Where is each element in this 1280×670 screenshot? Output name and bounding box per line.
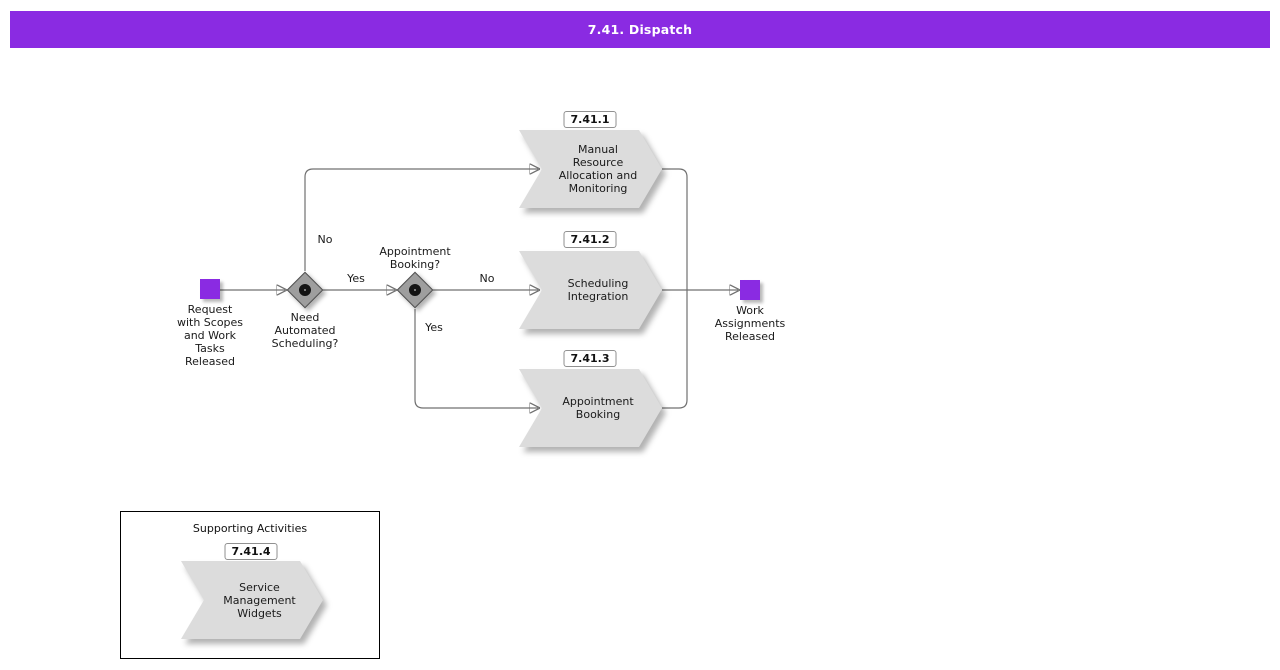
gateway-appointment-booking — [396, 271, 434, 309]
task-label: Service Management Widgets — [223, 580, 296, 620]
task-id-badge: 7.41.4 — [224, 543, 278, 560]
task-label: Scheduling Integration — [567, 277, 629, 303]
task-appointment-booking[interactable]: Appointment Booking — [519, 369, 662, 447]
task-id-badge: 7.41.2 — [563, 231, 617, 248]
task-label: Manual Resource Allocation and Monitorin… — [558, 143, 638, 195]
task-service-management-widgets[interactable]: Service Management Widgets — [181, 561, 323, 639]
page-title: 7.41. Dispatch — [587, 22, 693, 37]
task-chevron-shape: Service Management Widgets — [181, 561, 323, 639]
supporting-activities-title: Supporting Activities — [192, 522, 308, 535]
task-label: Appointment Booking — [562, 395, 634, 421]
gateway2-label: Appointment Booking? — [379, 245, 451, 271]
task-id-badge: 7.41.3 — [563, 350, 617, 367]
task-manual-resource-allocation-and-monitoring[interactable]: Manual Resource Allocation and Monitorin… — [519, 130, 662, 208]
edge-label-yes: Yes — [425, 321, 443, 334]
task-chevron-shape: Appointment Booking — [519, 369, 662, 447]
task-scheduling-integration[interactable]: Scheduling Integration — [519, 251, 662, 329]
edge-label-yes: Yes — [347, 272, 365, 285]
gateway-ring-icon — [299, 284, 311, 296]
task-chevron-shape: Scheduling Integration — [519, 251, 662, 329]
gateway-ring-icon — [409, 284, 421, 296]
end-event-square — [740, 280, 760, 300]
task-id-badge: 7.41.1 — [563, 111, 617, 128]
edge-task3-to-merge — [662, 290, 688, 409]
gateway-need-automated-scheduling — [286, 271, 324, 309]
edge-label-no: No — [317, 233, 333, 246]
supporting-activities-box: Supporting Activities 7.41.4 Service Man… — [120, 511, 380, 659]
start-event-square — [200, 279, 220, 299]
end-event-label: Work Assignments Released — [714, 304, 786, 343]
edge-label-no: No — [479, 272, 495, 285]
gateway1-label: Need Automated Scheduling? — [271, 311, 339, 350]
title-bar: 7.41. Dispatch — [10, 11, 1270, 48]
task-chevron-shape: Manual Resource Allocation and Monitorin… — [519, 130, 662, 208]
start-event-label: Request with Scopes and Work Tasks Relea… — [176, 303, 244, 368]
edge-task1-to-merge — [662, 168, 688, 290]
